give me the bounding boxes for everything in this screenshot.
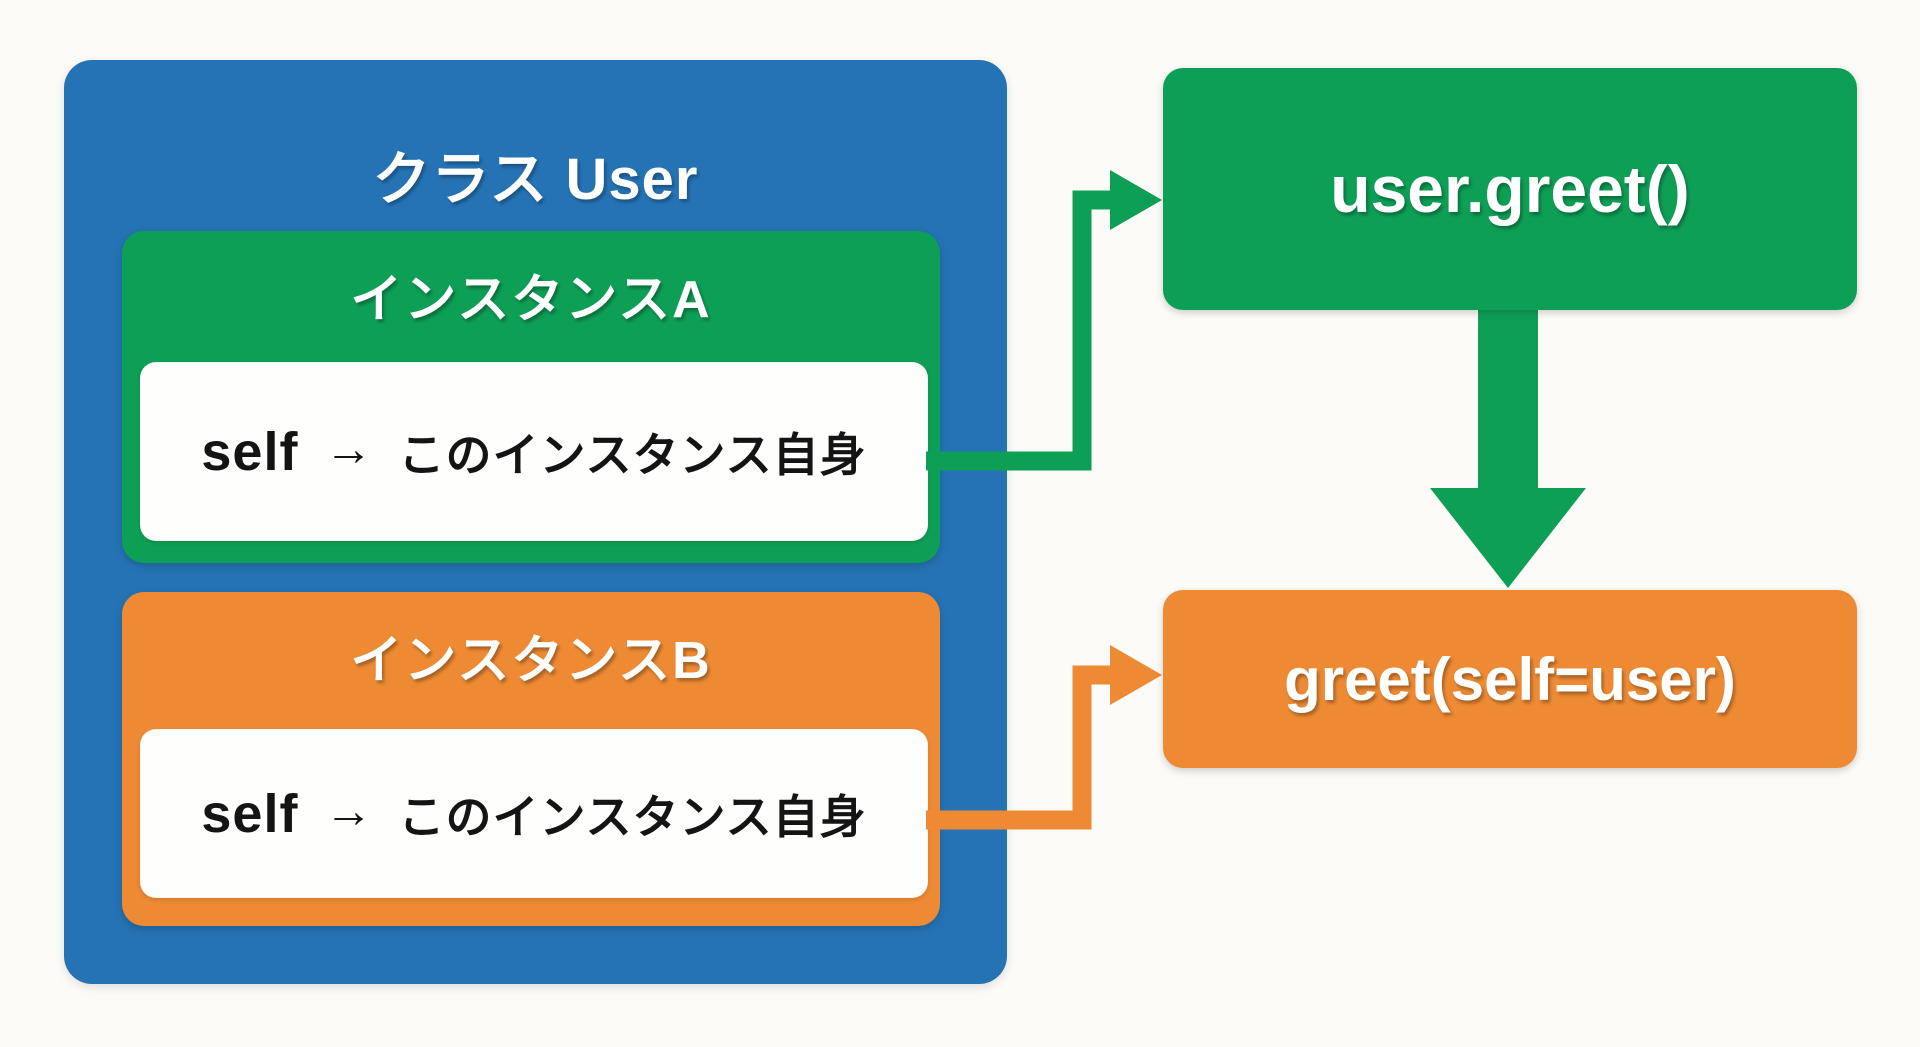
- instance-b-box: インスタンスB self → このインスタンス自身: [122, 592, 940, 926]
- exec-box-label: greet(self=user): [1284, 645, 1736, 713]
- instance-a-title: インスタンスA: [350, 271, 712, 329]
- instance-a-box: インスタンスA self → このインスタンス自身: [122, 231, 940, 563]
- right-arrow-glyph: →: [324, 423, 373, 476]
- instance-a-self-description: このインスタンス自身: [398, 428, 867, 481]
- arrow-call-to-exec-icon: [1430, 308, 1586, 588]
- instance-b-title: インスタンスB: [350, 632, 712, 690]
- class-user-box: クラス User インスタンスA self → このインスタンス自身 インスタン…: [64, 60, 1007, 984]
- instance-b-self-keyword: self: [201, 783, 299, 844]
- instance-b-self-description: このインスタンス自身: [398, 790, 867, 843]
- instance-a-self-panel: self → このインスタンス自身: [140, 362, 928, 541]
- exec-box: greet(self=user): [1163, 590, 1857, 768]
- instance-b-self-panel: self → このインスタンス自身: [140, 729, 928, 898]
- call-box-label: user.greet(): [1330, 152, 1690, 226]
- right-arrow-glyph: →: [324, 785, 373, 838]
- class-user-title: クラス User: [372, 147, 699, 212]
- call-box: user.greet(): [1163, 68, 1857, 310]
- instance-a-self-keyword: self: [201, 421, 299, 482]
